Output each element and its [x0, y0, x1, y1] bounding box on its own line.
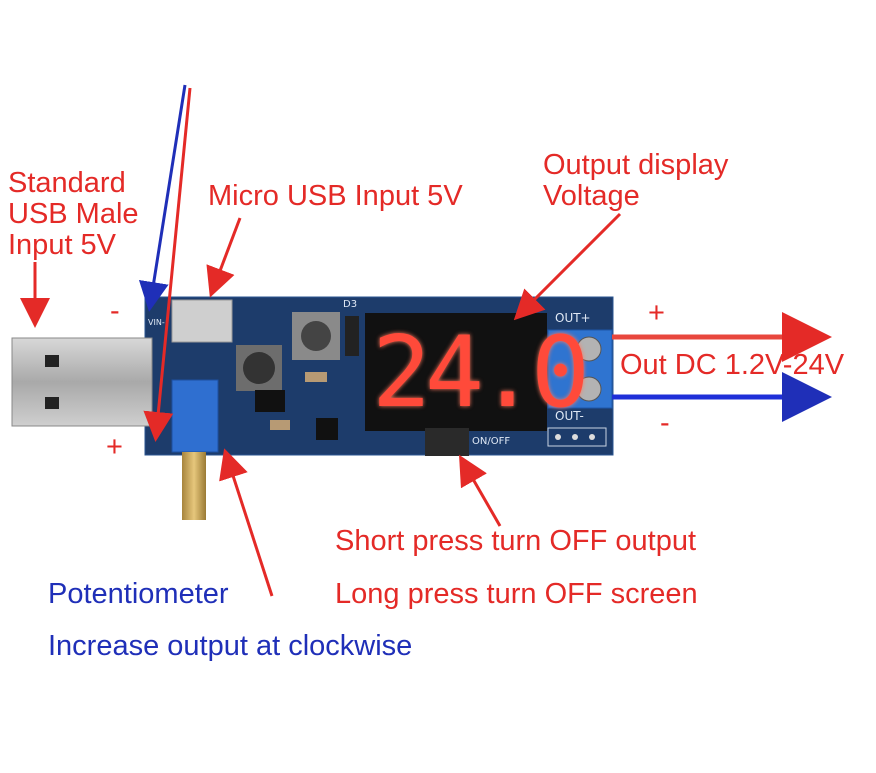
- on-off-button: [425, 428, 469, 456]
- output-display-label-2: Voltage: [543, 180, 640, 212]
- silk-vin: VIN-: [148, 318, 165, 327]
- vin-minus-label: -: [110, 295, 120, 327]
- potentiometer-label: Potentiometer: [48, 578, 229, 610]
- potentiometer-shaft: [182, 452, 206, 520]
- usb-male-label-2: USB Male: [8, 198, 139, 230]
- out-range-label: Out DC 1.2V-24V: [620, 349, 845, 381]
- button-long-press-label: Long press turn OFF screen: [335, 578, 698, 610]
- silk-out-minus: OUT-: [555, 409, 584, 423]
- pot-direction-label: Increase output at clockwise: [48, 630, 413, 662]
- usb-male-label-3: Input 5V: [8, 229, 117, 261]
- potentiometer: [171, 379, 219, 453]
- out-minus-label: -: [660, 407, 670, 439]
- usb-plug: [11, 337, 153, 427]
- micro-usb-label: Micro USB Input 5V: [208, 180, 463, 212]
- button-short-press-label: Short press turn OFF output: [335, 525, 697, 557]
- silk-onoff: ON/OFF: [472, 436, 511, 447]
- display-value: 24.0: [372, 316, 590, 430]
- silk-d3: D3: [343, 299, 358, 310]
- micro-usb-port: [171, 299, 233, 343]
- led-display: [365, 313, 547, 431]
- silk-out-plus: OUT+: [555, 311, 591, 325]
- usb-male-label-1: Standard: [8, 167, 126, 199]
- vin-plus-label: +: [106, 431, 123, 463]
- out-plus-label: +: [648, 297, 665, 329]
- output-display-label-1: Output display: [543, 149, 729, 181]
